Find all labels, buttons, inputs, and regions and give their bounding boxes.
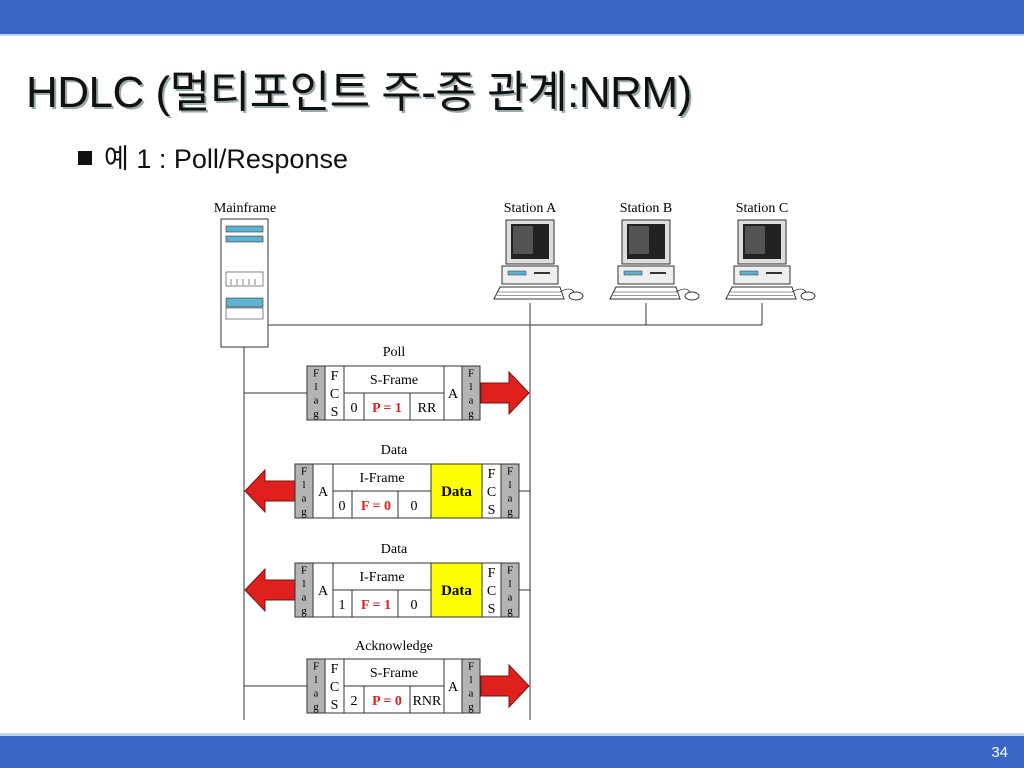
computer-icon [493,219,584,301]
page-number: 34 [991,744,1008,761]
seq-label: 0 [339,499,346,514]
pf-label: F = 0 [361,499,391,514]
station-c: Station C [725,201,816,301]
address-label: A [448,680,459,695]
data-field-label: Data [441,484,472,500]
code-label: RR [418,401,437,416]
seq-label: 2 [351,694,358,709]
frame-caption: Poll [383,345,406,360]
frame-caption: Data [381,542,408,557]
computer-icon [725,219,816,301]
code-label: RNR [413,694,442,709]
pf-label: F = 1 [361,598,391,613]
bullet-item: 예 1 : Poll/Response [78,137,348,176]
arrow-left-icon [244,567,296,613]
arrow-right-icon [480,370,530,416]
mainframe-icon [220,218,269,348]
code-label: 0 [411,598,418,613]
station-label: Station A [504,201,557,216]
mainframe-label: Mainframe [214,201,276,216]
seq-label: 0 [351,401,358,416]
bullet-marker: 예 [104,144,129,174]
frame-type-label: S-Frame [370,373,418,388]
bottom-bar [0,736,1024,768]
address-label: A [318,584,329,599]
bullet-text: 1 : Poll/Response [136,144,348,174]
top-divider [0,34,1024,36]
data-field-label: Data [441,583,472,599]
bullet-square-icon [78,151,92,165]
station-label: Station B [620,201,673,216]
frame-caption: Data [381,443,408,458]
frame-type-label: I-Frame [359,471,404,486]
station-label: Station C [736,201,789,216]
computer-icon [609,219,700,301]
address-label: A [448,387,459,402]
arrow-right-icon [480,663,530,709]
frame-type-label: S-Frame [370,666,418,681]
address-label: A [318,485,329,500]
bottom-divider [0,733,1024,736]
seq-label: 1 [339,598,346,613]
pf-label: P = 1 [372,401,402,416]
code-label: 0 [411,499,418,514]
station-b: Station B [609,201,700,301]
page-title: HDLC (멀티포인트 주-종 관계:NRM) [26,68,692,117]
frame-caption: Acknowledge [355,639,433,654]
pf-label: P = 0 [372,694,402,709]
station-a: Station A [493,201,584,301]
top-bar [0,0,1024,34]
arrow-left-icon [244,468,296,514]
frame-type-label: I-Frame [359,570,404,585]
